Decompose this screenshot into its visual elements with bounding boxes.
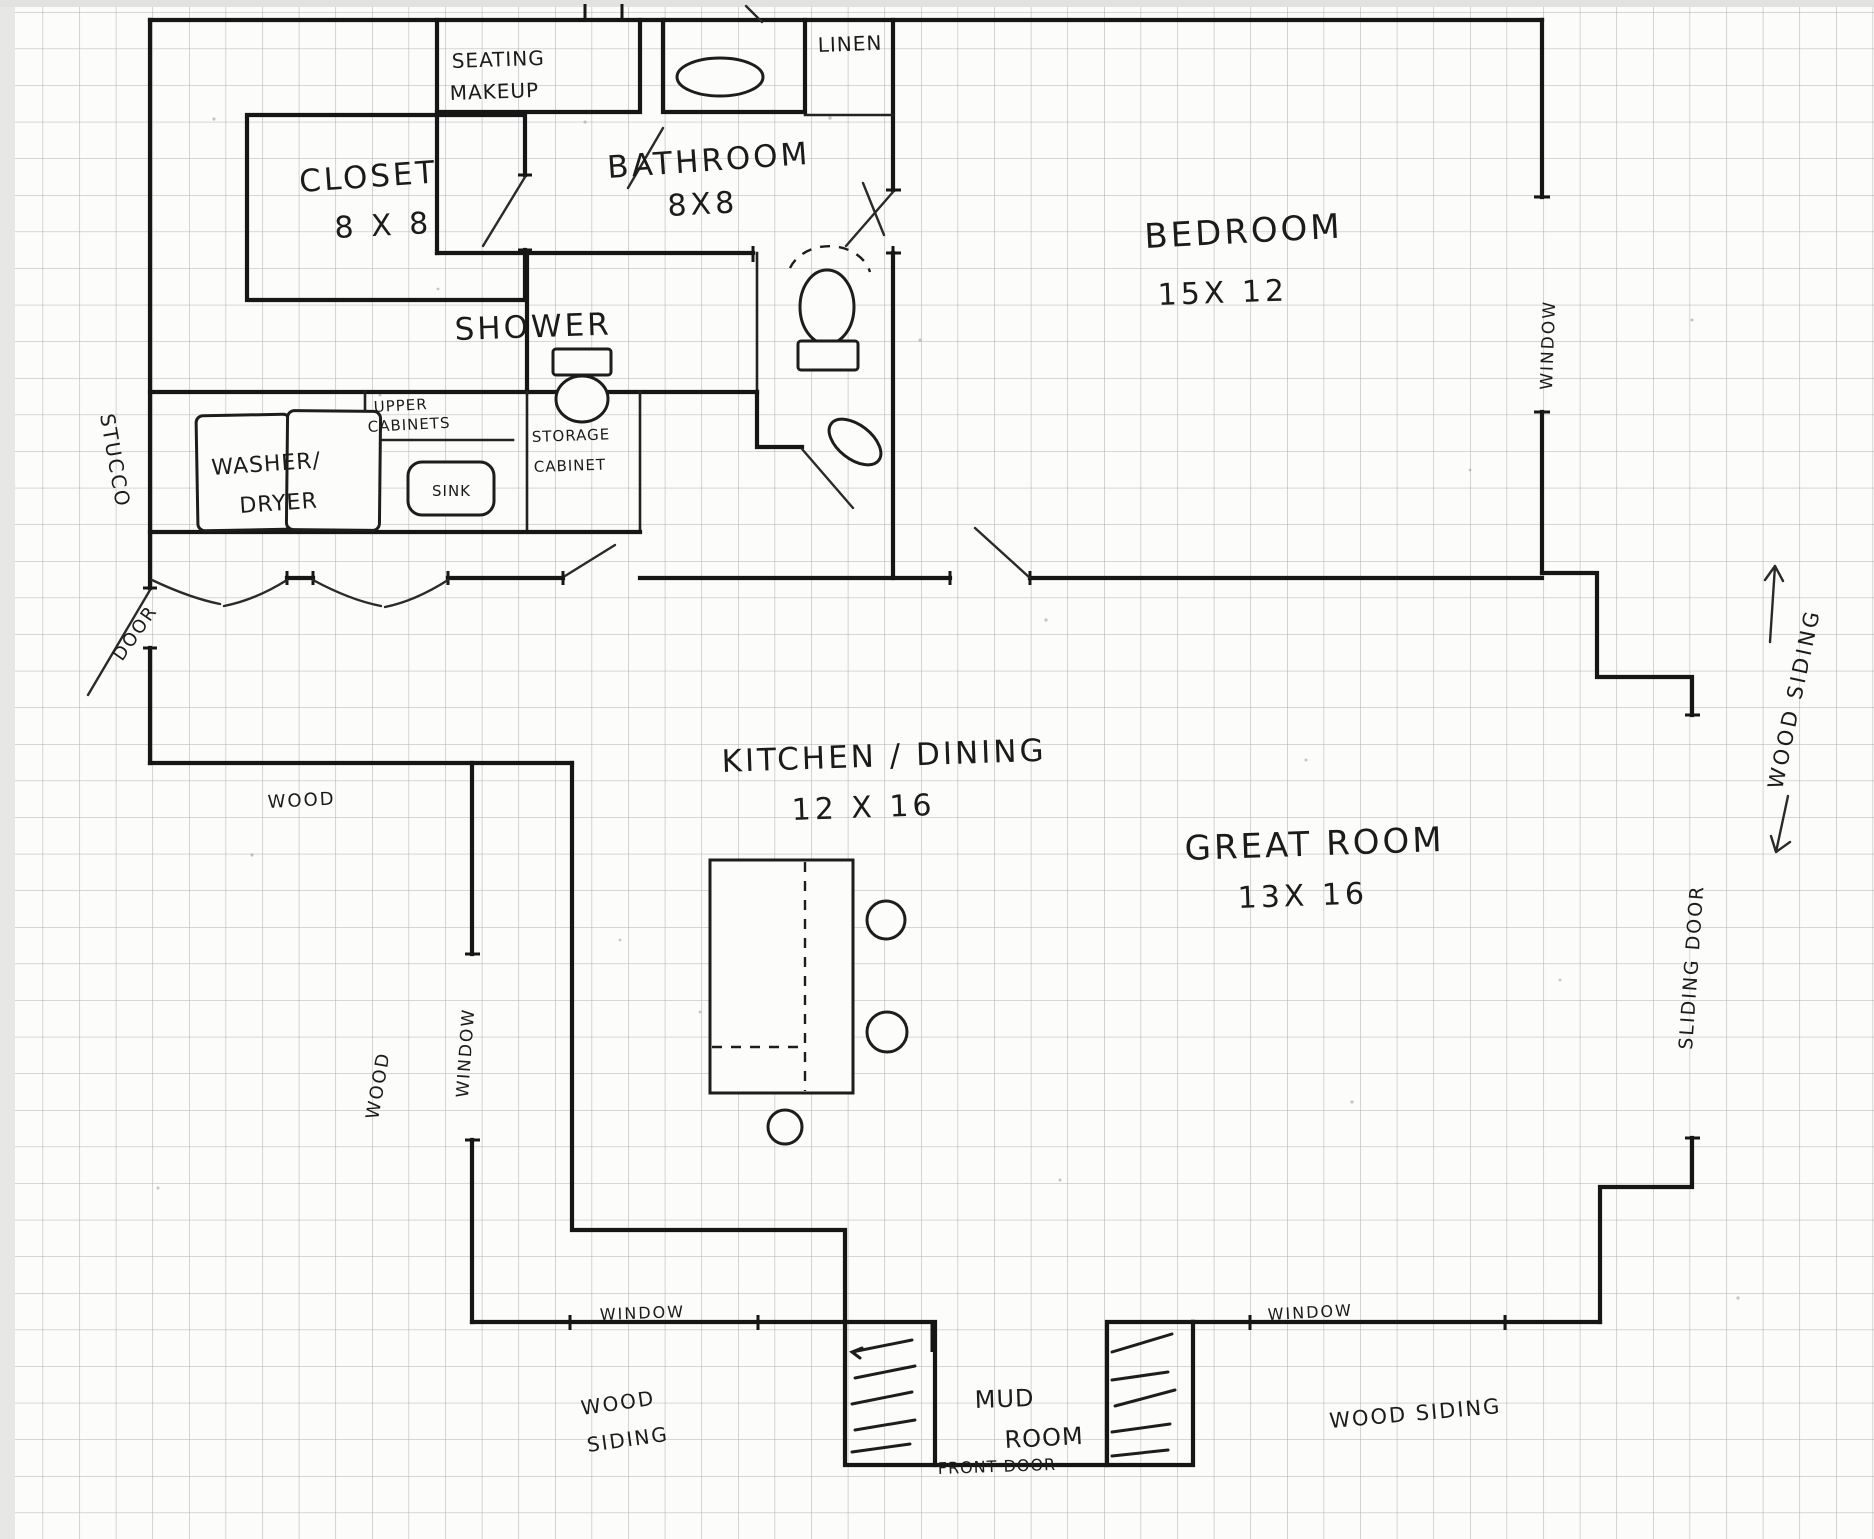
exterior-walls (147, 17, 1695, 1468)
bedroom-size: 15X 12 (1157, 273, 1289, 313)
great-room-label: GREAT ROOM (1184, 820, 1445, 869)
stool-icon (865, 899, 907, 941)
vanity-sink-icon (675, 56, 765, 98)
fixture-labels: WASHER/ DRYER SINK UPPER CABINETS STORAG… (211, 395, 611, 519)
opening-ticks (143, 4, 1700, 1352)
linen-door-swing (861, 181, 886, 237)
window-great-room-south-note: WINDOW (1267, 1301, 1353, 1324)
window-bedroom-east-note: WINDOW (1537, 300, 1560, 390)
upper-cabinets-label-2: CABINETS (367, 414, 451, 436)
side-door-swing (86, 588, 152, 697)
dryer-icon (284, 409, 383, 532)
mud-room-label-2: ROOM (1004, 1422, 1085, 1454)
scan-edge-left (0, 0, 15, 1539)
mud-room-label-1: MUD (974, 1384, 1035, 1414)
closet-box-walls (244, 112, 528, 303)
makeup-box-walls (434, 17, 643, 115)
mud-room-walls (842, 1319, 1196, 1468)
corner-basin-icon (827, 417, 883, 467)
sink-label: SINK (432, 482, 471, 500)
storage-cabinet-label-1: STORAGE (532, 425, 611, 446)
window-kitchen-south-note: WINDOW (599, 1302, 685, 1324)
sink-counter-walls (660, 17, 808, 115)
kitchen-nook-walls (569, 760, 848, 1325)
makeup-label: MAKEUP (449, 78, 539, 105)
bedroom-door-swing (973, 526, 1032, 580)
pedestal-sink-top-icon (551, 347, 613, 377)
pedestal-sink-bowl-icon (554, 374, 610, 424)
linen-label: LINEN (817, 31, 882, 57)
wood-siding-arrow-up-icon (1763, 564, 1785, 644)
wc-partition (754, 389, 805, 450)
interior-walls (147, 17, 1545, 1325)
bathroom-size: 8X8 (667, 185, 739, 224)
great-room-size: 13X 16 (1237, 876, 1369, 916)
seating-label: SEATING (451, 46, 545, 73)
mud-room-closet-walls (842, 1319, 1196, 1468)
shower-label: SHOWER (454, 307, 612, 348)
shower-walls (434, 250, 756, 395)
stool-icon (865, 1010, 909, 1054)
door-swings (86, 4, 1032, 697)
wall-right-jogs (1539, 570, 1695, 718)
laundry-sink-icon (406, 460, 496, 517)
scan-speckles (156, 116, 1740, 1300)
kitchen-dining-size: 12 X 16 (791, 788, 936, 828)
upper-cabinets-label-1: UPPER (373, 395, 428, 416)
fixtures (194, 56, 909, 1146)
wood-siding-arrow-down-icon (1769, 794, 1792, 854)
storage-cabinet-label-2: CABINET (534, 455, 607, 476)
wall-right-lower (1597, 1135, 1695, 1325)
closet-door-swing (481, 175, 527, 248)
wood-hall-note: WOOD (267, 788, 336, 813)
toilet-tank-icon (796, 339, 860, 372)
closet-size: 8 X 8 (334, 206, 434, 246)
front-door-note: FRONT DOOR (937, 1455, 1056, 1478)
closet-double-door-swing (311, 578, 450, 609)
storage-cabinet-outline (525, 390, 642, 534)
island-divider-dashed (712, 862, 807, 1091)
laundry-double-door-swing (150, 578, 289, 608)
bathroom-door-swing (626, 126, 665, 190)
kitchen-island (708, 858, 855, 1095)
scan-edge-top (0, 0, 1874, 7)
toilet-bowl-icon (798, 268, 856, 346)
mud-room-shelf-hatches (848, 1332, 1177, 1458)
wc-door-swing (800, 447, 855, 510)
stool-icon (766, 1108, 804, 1146)
bedroom-bath-door-swing (844, 190, 895, 248)
top-wall-door-mark (744, 4, 764, 24)
bath-hall-door-swing (563, 543, 617, 578)
dryer-label: DRYER (239, 489, 319, 519)
